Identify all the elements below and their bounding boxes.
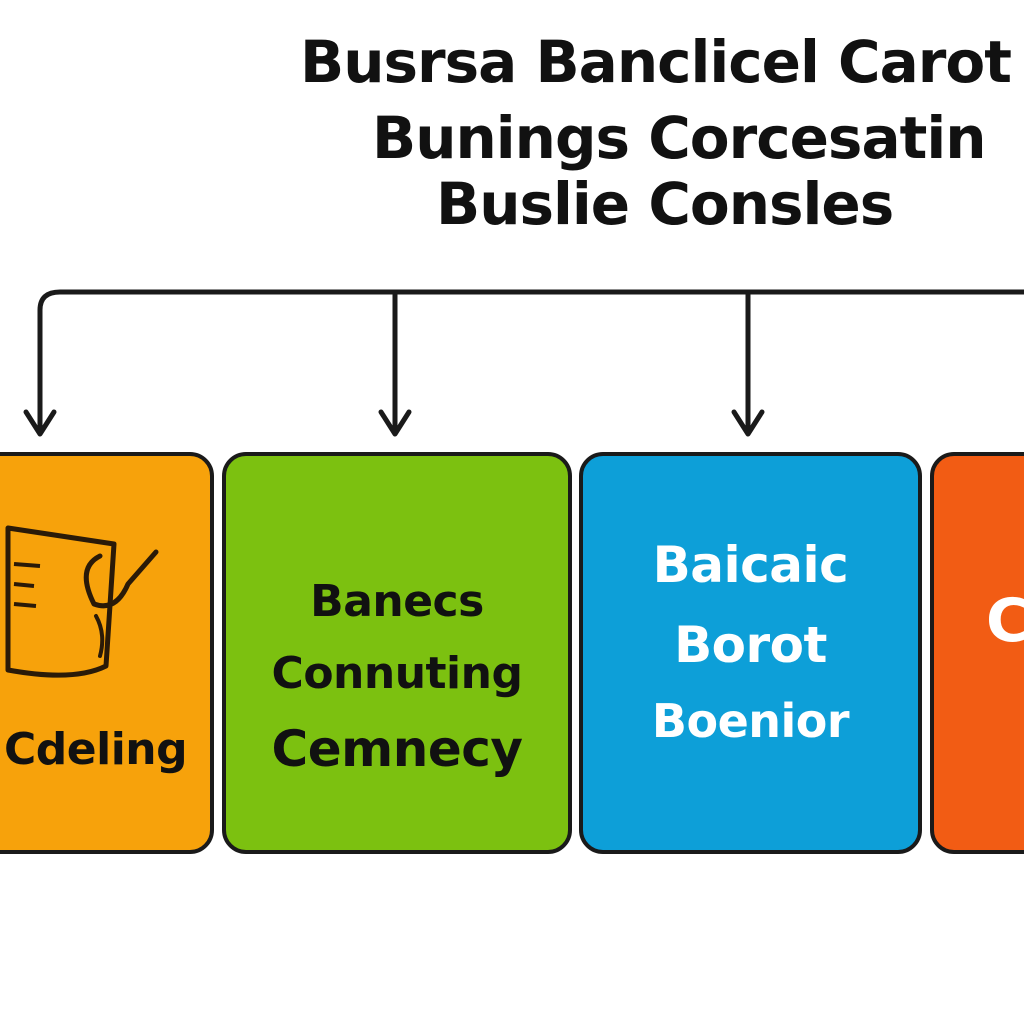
diagram-title-line-2: Bunings Corcesatin xyxy=(372,104,986,172)
stage-4-label: C xyxy=(986,586,1024,656)
stage-3-label-line-1: Baicaic xyxy=(652,536,849,594)
stage-3-label-line-2: Borot xyxy=(674,616,827,674)
stage-3-label-line-3: Boenior xyxy=(651,694,850,748)
arrowhead-1 xyxy=(23,409,57,437)
stage-2-label-line-3: Cemnecy xyxy=(271,720,523,778)
stage-box-1: Cdeling xyxy=(0,452,214,854)
stage-box-3: Baicaic Borot Boenior xyxy=(579,452,922,854)
stage-2-label-line-1: Banecs xyxy=(310,576,484,627)
money-check-icon xyxy=(5,525,159,678)
stage-box-4: C xyxy=(930,452,1024,854)
stage-box-2: Banecs Connuting Cemnecy xyxy=(222,452,572,854)
diagram-title-line-3: Buslie Consles xyxy=(436,170,894,238)
diagram-title-line-1: Busrsa Banclicel Carot xyxy=(300,28,1012,96)
stage-1-label: Cdeling xyxy=(4,724,188,775)
connector-bus-line xyxy=(37,289,1024,435)
arrowhead-2 xyxy=(378,409,412,437)
arrowhead-3 xyxy=(731,409,765,437)
stage-2-label-line-2: Connuting xyxy=(271,648,523,699)
